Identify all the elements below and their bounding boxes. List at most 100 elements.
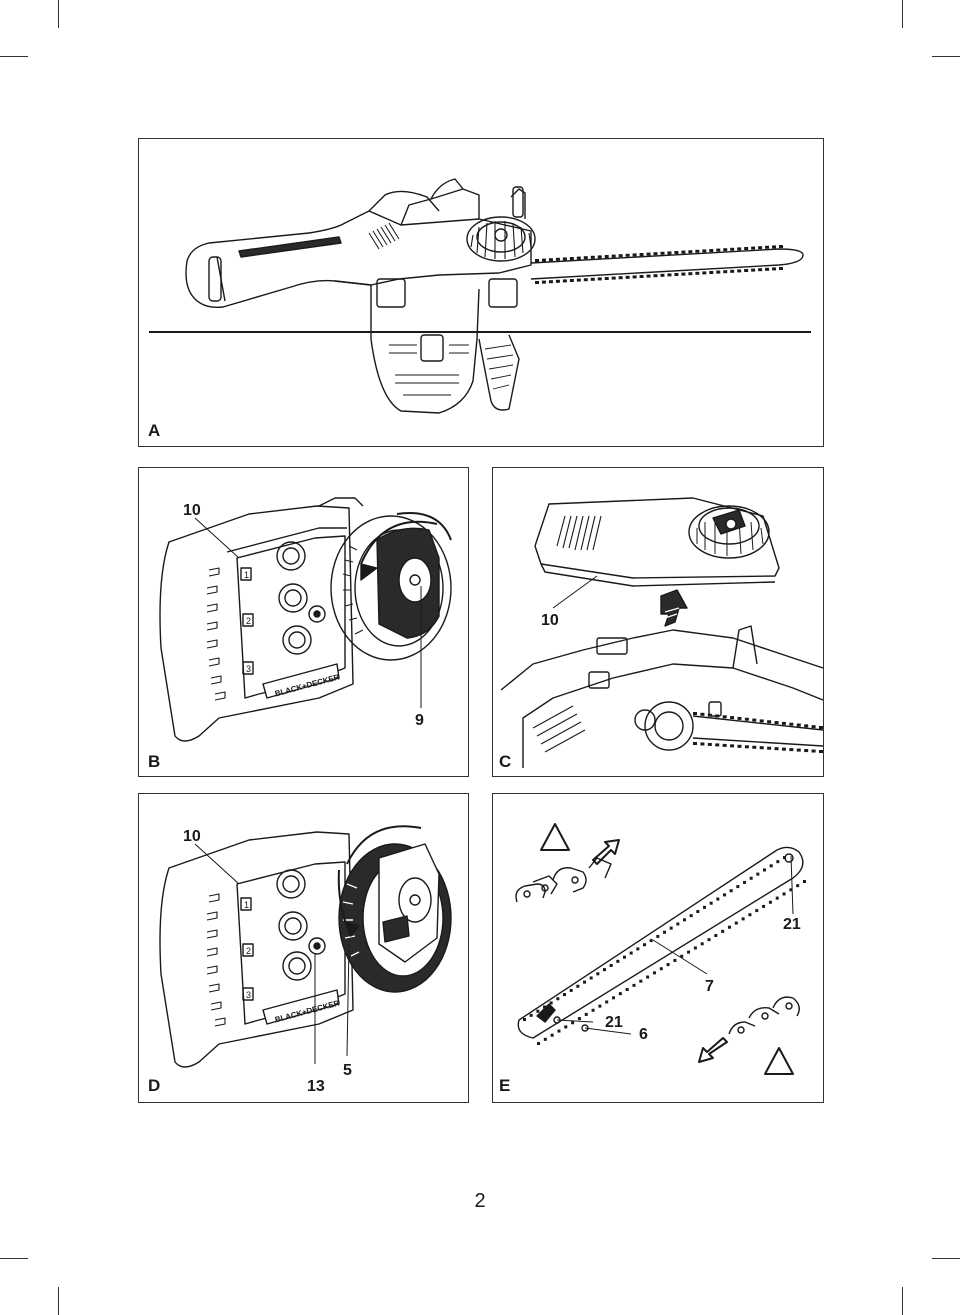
chain-link <box>709 271 714 274</box>
chain-link <box>605 1000 609 1004</box>
chain-link <box>783 856 786 859</box>
figure-b-panel: BLACK+DECKER 1 2 3 10 9 B <box>138 467 469 777</box>
chain-link <box>703 905 706 909</box>
chainsaw-side-illustration <box>149 178 811 414</box>
chain-link <box>663 930 666 934</box>
chain-link <box>804 749 809 753</box>
chain-link <box>681 250 686 254</box>
chain-link <box>744 269 749 272</box>
step-number: 1 <box>244 570 249 580</box>
chain-link <box>743 880 746 884</box>
chain-link <box>604 277 609 280</box>
chain-link <box>759 746 764 750</box>
chain-link <box>625 275 630 279</box>
callout-13: 13 <box>307 1078 325 1095</box>
chain-link <box>639 275 644 278</box>
chain-link <box>819 750 823 753</box>
chain-link <box>669 926 673 930</box>
chain-link <box>523 1018 526 1021</box>
chain-link <box>653 274 658 278</box>
chain-link <box>714 934 718 937</box>
chain-link <box>589 976 593 980</box>
chain-link <box>636 947 640 951</box>
step-number: 2 <box>246 616 251 626</box>
chain-link <box>673 958 677 962</box>
chain-link <box>557 1029 561 1033</box>
chain-link <box>769 864 773 868</box>
chain-link <box>772 245 777 249</box>
callout-6: 6 <box>639 1026 648 1043</box>
chain-link <box>796 748 801 752</box>
chain-link <box>646 274 651 278</box>
chain-link <box>577 1017 581 1021</box>
chain-link <box>768 900 772 904</box>
callout-5: 5 <box>343 1062 352 1079</box>
figure-letter: C <box>499 752 512 771</box>
chain-link <box>779 267 783 270</box>
chain-link <box>616 959 620 963</box>
step-number: 3 <box>246 990 251 1000</box>
chain-link <box>535 281 539 284</box>
chain-link <box>653 252 658 256</box>
cover-removal-illustration <box>500 497 823 768</box>
chain-link <box>667 273 672 277</box>
chain-link <box>590 277 595 281</box>
chain-link <box>789 722 794 726</box>
chain-link <box>758 246 763 250</box>
chain-link <box>762 904 766 908</box>
chain-link <box>702 271 707 275</box>
chain-link <box>687 950 691 954</box>
crop-mark <box>0 1258 28 1259</box>
chain-link <box>751 246 756 250</box>
chain-link <box>767 746 772 750</box>
chain-link <box>543 1005 546 1009</box>
chain-link <box>548 258 553 262</box>
chain-link <box>730 269 735 273</box>
figure-letter: B <box>148 752 161 771</box>
chain-link <box>752 745 757 749</box>
chain-link <box>765 267 770 271</box>
chain-link <box>688 250 693 254</box>
page-number: 2 <box>474 1190 486 1212</box>
chain-link <box>716 270 721 274</box>
chain-link <box>625 988 629 991</box>
figure-a-panel: A <box>138 138 824 447</box>
chain-link <box>625 253 630 257</box>
chain-link <box>730 716 735 720</box>
chain-link <box>548 280 553 284</box>
chain-link <box>707 713 712 717</box>
chain-link <box>564 1025 568 1029</box>
chain-link <box>804 724 809 728</box>
chain-link <box>759 719 764 723</box>
chain-link <box>649 939 653 943</box>
chain-link <box>729 889 733 893</box>
chain-link <box>781 747 786 751</box>
chain-link <box>693 742 697 745</box>
chain-link <box>734 921 738 925</box>
chain-link <box>775 896 779 900</box>
chain-link <box>632 983 636 987</box>
chain-link <box>618 992 622 996</box>
chain-link <box>550 1033 554 1037</box>
chain-link <box>716 248 721 252</box>
chain-link <box>774 747 779 751</box>
chain-link <box>723 893 726 897</box>
chain-link <box>541 280 546 284</box>
chain-link <box>689 914 693 918</box>
tension-knob-open-illustration: BLACK+DECKER 1 2 3 <box>159 825 452 1068</box>
chain-link <box>721 929 725 933</box>
chain-link <box>707 938 711 942</box>
crop-mark <box>0 56 28 57</box>
chain-link <box>555 279 560 283</box>
chain-link <box>666 963 670 967</box>
chain-link <box>779 245 783 248</box>
chain-link <box>659 967 663 971</box>
chain-link <box>676 922 680 926</box>
chain-link <box>722 743 727 747</box>
chain-link <box>776 860 780 864</box>
chain-link <box>696 910 700 913</box>
chain-link <box>811 725 816 729</box>
chain-link <box>541 258 546 262</box>
figure-d-panel: BLACK+DECKER 1 2 3 10 13 5 D <box>138 793 469 1103</box>
chain-link <box>702 249 707 253</box>
